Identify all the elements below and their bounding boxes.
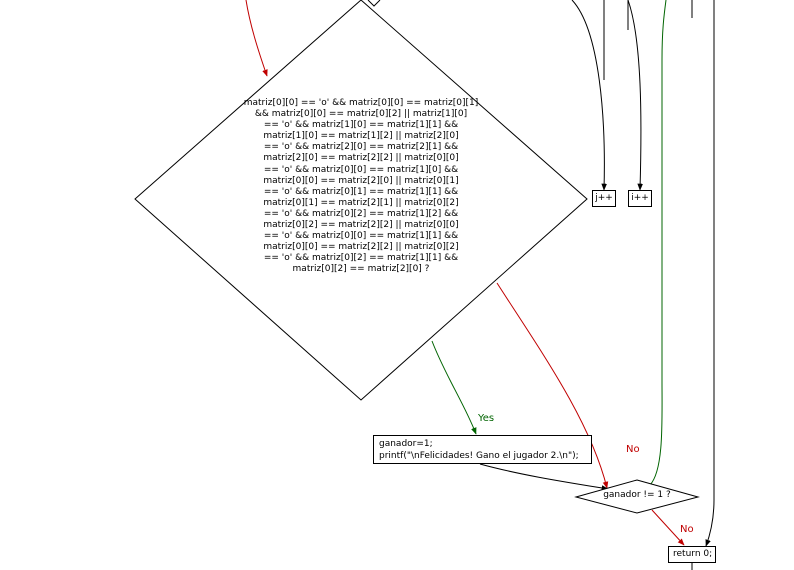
condition-line: matriz[0][0] == 'o' && matriz[0][0] == m… bbox=[243, 98, 479, 108]
condition-line: matriz[0][1] == matriz[2][1] || matriz[0… bbox=[263, 197, 459, 208]
edge-label-no-check: No bbox=[680, 524, 694, 535]
j-increment-box: j++ bbox=[592, 190, 616, 207]
condition-line: matriz[0][0] == matriz[2][2] || matriz[0… bbox=[263, 242, 459, 253]
condition-line: == 'o' && matriz[0][0] == matriz[1][1] &… bbox=[263, 231, 459, 242]
edge-right-into-return bbox=[705, 0, 715, 547]
process-box: ganador=1; printf("\nFelicidades! Gano e… bbox=[373, 435, 592, 464]
upper-shape-fragment bbox=[367, 0, 381, 7]
condition-line: == 'o' && matriz[0][1] == matriz[1][1] &… bbox=[263, 186, 459, 197]
edge-label-no-condition: No bbox=[626, 444, 640, 455]
check-diamond-label: ganador != 1 ? bbox=[603, 490, 671, 500]
edge-into-condition bbox=[245, 0, 268, 77]
condition-line: == 'o' && matriz[2][0] == matriz[2][1] &… bbox=[263, 142, 459, 153]
condition-line: matriz[1][0] == matriz[1][2] || matriz[2… bbox=[263, 131, 459, 142]
return-box: return 0; bbox=[668, 546, 716, 563]
condition-line: == 'o' && matriz[0][0] == matriz[1][0] &… bbox=[263, 164, 459, 175]
process-line: ganador=1; bbox=[379, 439, 433, 449]
condition-line: == 'o' && matriz[0][2] == matriz[1][2] &… bbox=[263, 208, 459, 219]
edge-loop-back-green bbox=[649, 0, 667, 486]
edge-yes bbox=[431, 340, 477, 435]
condition-line: matriz[2][0] == matriz[2][2] || matriz[0… bbox=[263, 153, 459, 164]
condition-text: matriz[0][0] == 'o' && matriz[0][0] == m… bbox=[232, 98, 490, 276]
condition-line: matriz[0][2] == matriz[2][2] || matriz[0… bbox=[263, 220, 459, 231]
condition-line: matriz[0][0] == matriz[2][0] || matriz[0… bbox=[263, 175, 459, 186]
process-line: printf("\nFelicidades! Gano el jugador 2… bbox=[379, 451, 579, 461]
condition-line: && matriz[0][0] == matriz[0][2] || matri… bbox=[254, 109, 468, 120]
edge-process-to-check bbox=[479, 463, 609, 491]
check-diamond bbox=[574, 479, 700, 514]
condition-line: == 'o' && matriz[0][2] == matriz[1][1] &… bbox=[263, 253, 459, 264]
edge-no-check bbox=[651, 509, 685, 546]
edge-to-i-increment bbox=[627, 0, 643, 191]
condition-line: matriz[0][2] == matriz[2][0] ? bbox=[292, 264, 430, 275]
edge-label-yes: Yes bbox=[478, 413, 495, 424]
edge-to-j-increment bbox=[571, 0, 607, 191]
edge-no-condition bbox=[496, 282, 609, 489]
condition-line: == 'o' && matriz[1][0] == matriz[1][1] &… bbox=[263, 120, 459, 131]
condition-diamond bbox=[134, 0, 588, 401]
i-increment-box: i++ bbox=[628, 190, 652, 207]
